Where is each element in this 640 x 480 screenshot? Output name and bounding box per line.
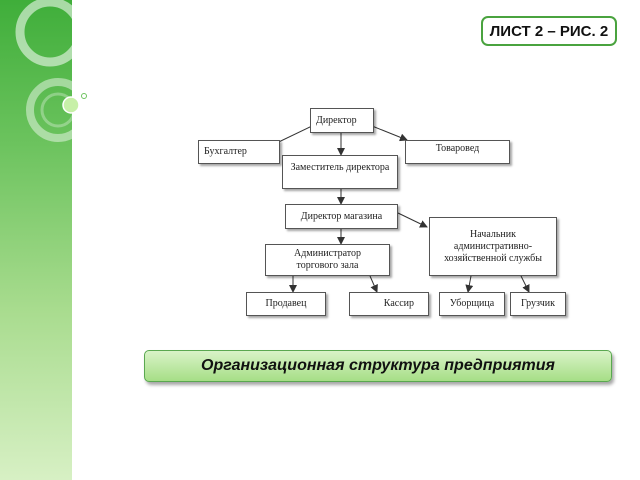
node-store-director: Директор магазина: [285, 204, 398, 229]
node-admin-head: Начальник административно-хозяйственной …: [429, 217, 557, 276]
connector-adminhead-loader: [520, 275, 530, 293]
connector-storedirector-adminhead: [397, 212, 428, 228]
decorative-sidebar: [0, 0, 72, 480]
connector-adminhead-cleaner: [465, 275, 474, 293]
node-cashier: Кассир: [349, 292, 429, 316]
decorative-dots: [62, 93, 87, 114]
node-director: Директор: [310, 108, 374, 133]
node-merchandiser: Товаровед: [405, 140, 510, 164]
sheet-label: ЛИСТ 2 – РИС. 2: [481, 16, 617, 46]
node-seller: Продавец: [246, 292, 326, 316]
node-loader: Грузчик: [510, 292, 566, 316]
connector-director-merchandiser: [371, 125, 408, 142]
connector-halladmin-cashier: [369, 275, 378, 293]
node-hall-admin: Администратор торгового зала: [265, 244, 390, 276]
diagram-caption: Организационная структура предприятия: [144, 350, 612, 382]
decorative-circles: [15, 0, 72, 142]
node-accountant: Бухгалтер: [198, 140, 280, 164]
node-cleaner: Уборщица: [439, 292, 505, 316]
node-deputy-director: Заместитель директора: [282, 155, 398, 189]
